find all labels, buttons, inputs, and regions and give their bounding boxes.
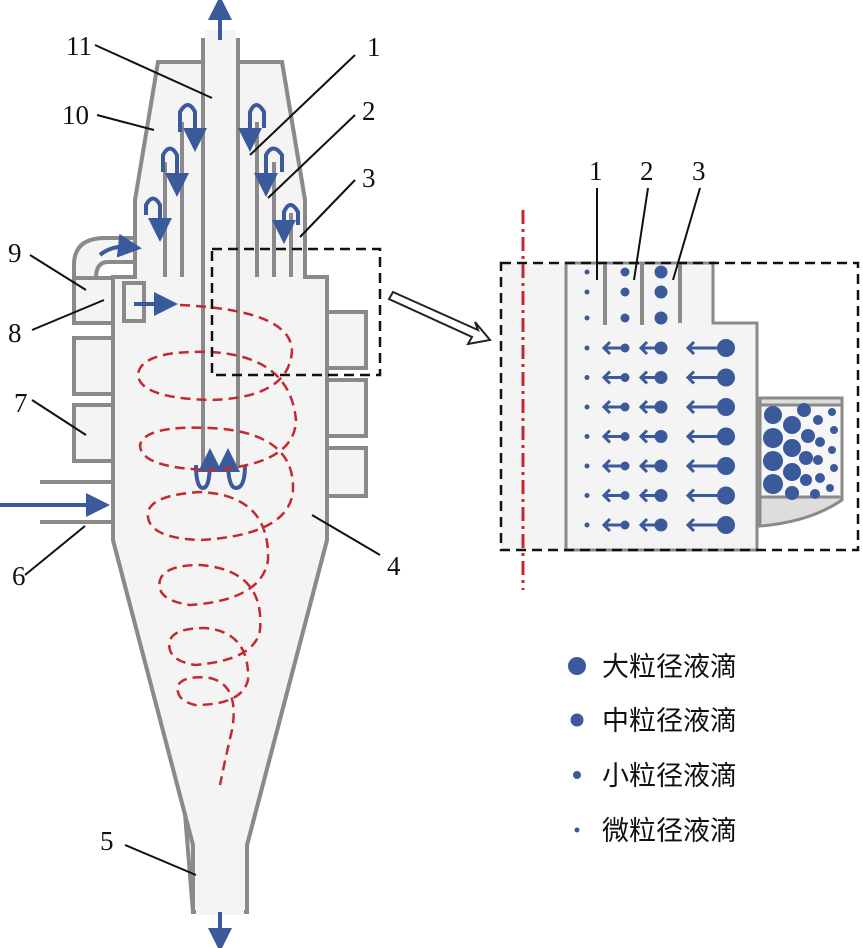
elbow-inlet <box>72 236 138 280</box>
label-11: 11 <box>66 31 92 61</box>
medium-droplet <box>654 459 668 473</box>
large-droplet <box>717 516 735 534</box>
label-6: 6 <box>12 561 26 591</box>
medium-droplet <box>654 265 668 279</box>
small-droplet <box>620 343 630 353</box>
micro-droplet <box>584 404 590 410</box>
detail-label-2: 2 <box>640 156 654 186</box>
micro-droplet <box>584 289 590 295</box>
small-droplet <box>620 491 630 500</box>
label-10: 10 <box>62 100 89 130</box>
small-droplet <box>620 287 630 297</box>
large-droplet-icon <box>568 657 586 675</box>
medium-droplet <box>654 371 668 384</box>
small-droplet <box>620 267 630 277</box>
label-5: 5 <box>100 826 114 856</box>
micro-droplet <box>584 493 590 498</box>
micro-droplet <box>584 463 590 469</box>
detail-label-3: 3 <box>692 156 706 186</box>
small-droplet <box>620 313 630 323</box>
magnify-arrow <box>387 290 492 346</box>
side-rings <box>72 276 368 498</box>
label-1: 1 <box>367 32 381 62</box>
medium-droplet <box>654 311 668 325</box>
micro-droplet <box>584 375 590 380</box>
label-4: 4 <box>387 551 401 581</box>
zoom-region-box <box>210 247 382 377</box>
medium-droplet <box>654 489 668 502</box>
detail-label-1: 1 <box>589 156 603 186</box>
small-droplet-icon <box>573 771 581 779</box>
label-7: 7 <box>14 388 28 418</box>
medium-droplet <box>654 341 668 355</box>
micro-droplet-icon <box>574 827 580 833</box>
detail-box <box>499 261 860 552</box>
large-droplet <box>717 427 735 446</box>
small-droplet <box>620 373 630 382</box>
micro-droplet <box>584 315 590 321</box>
legend-micro: 微粒径液滴 <box>602 816 737 847</box>
medium-droplet <box>654 430 668 443</box>
large-droplet <box>717 457 735 475</box>
micro-droplet <box>584 522 590 528</box>
label-2: 2 <box>362 96 376 126</box>
medium-droplet-icon <box>570 713 584 727</box>
small-droplet <box>620 461 630 471</box>
large-droplet <box>717 368 735 387</box>
medium-droplet <box>654 518 668 532</box>
swirl-path <box>136 303 298 786</box>
leader-lines <box>24 44 381 876</box>
label-8: 8 <box>8 318 22 348</box>
micro-droplet <box>584 345 590 351</box>
medium-droplet <box>654 285 668 299</box>
small-droplet <box>620 520 630 530</box>
label-3: 3 <box>362 163 376 193</box>
micro-droplet <box>584 269 590 275</box>
small-droplet <box>620 402 630 412</box>
legend-medium: 中粒径液滴 <box>602 706 737 737</box>
legend: 大粒径液滴 中粒径液滴 小粒径液滴 微粒径液滴 <box>568 652 737 847</box>
large-droplet <box>717 398 735 416</box>
large-droplet <box>717 486 735 505</box>
legend-large: 大粒径液滴 <box>602 652 737 683</box>
small-droplet <box>620 432 630 441</box>
flow-arrows <box>98 0 300 948</box>
micro-droplet <box>584 434 590 439</box>
legend-small: 小粒径液滴 <box>602 761 737 792</box>
large-droplet <box>717 339 735 357</box>
detail-view: 1 2 3 <box>499 156 860 590</box>
label-9: 9 <box>8 238 22 268</box>
medium-droplet <box>654 400 668 414</box>
